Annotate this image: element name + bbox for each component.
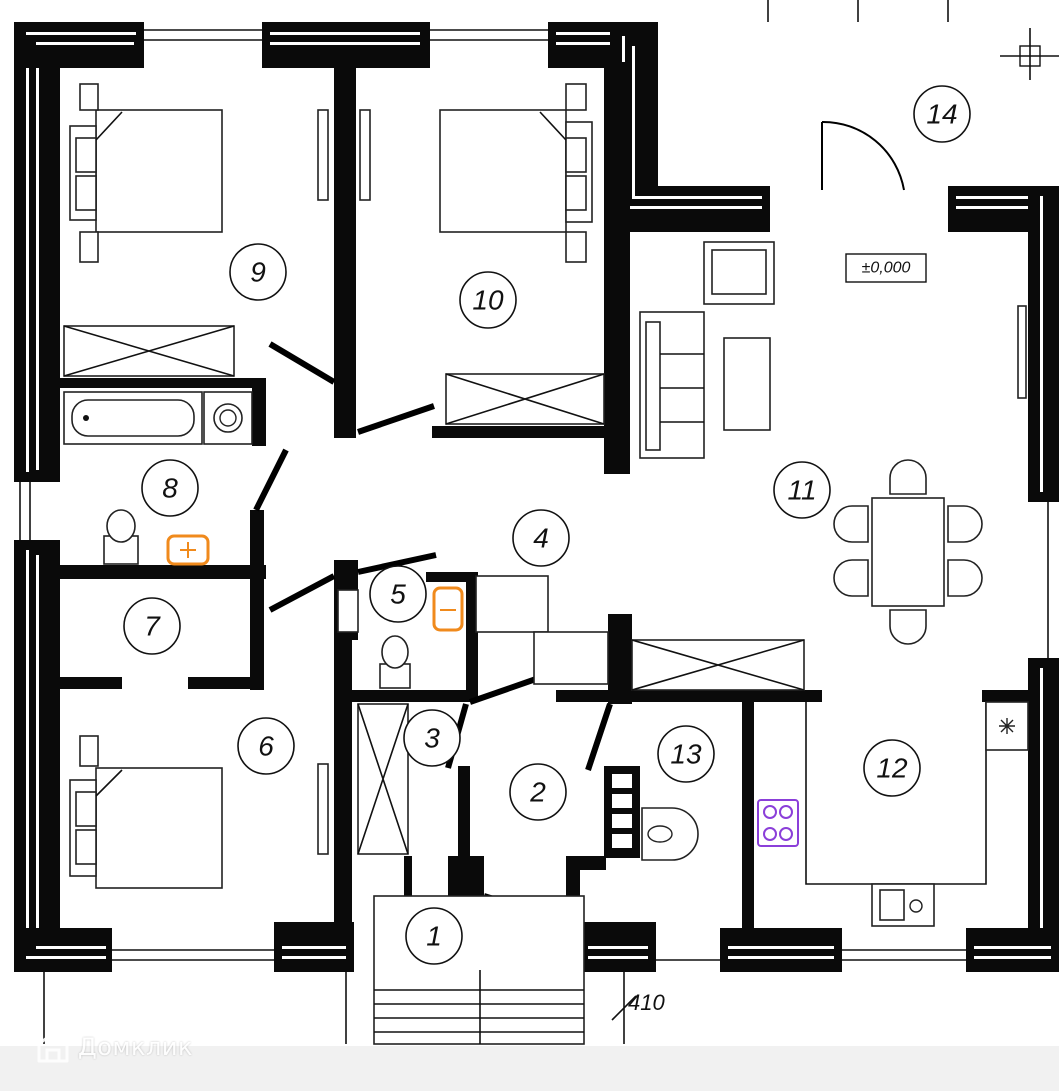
room-label-1: 1 (405, 907, 463, 965)
room-number-8: 8 (162, 473, 178, 504)
room-label-3: 3 (403, 709, 461, 767)
room-number-1: 1 (426, 921, 442, 952)
room-label-2: 2 (509, 763, 567, 821)
bottom-band (0, 1046, 1059, 1091)
room-label-5: 5 (369, 565, 427, 623)
room-number-3: 3 (424, 723, 440, 754)
room-number-13: 13 (670, 739, 702, 770)
room-label-11: 11 (773, 461, 831, 519)
room-number-2: 2 (529, 777, 546, 808)
room-label-8: 8 (141, 459, 199, 517)
room-number-5: 5 (390, 579, 406, 610)
room-number-6: 6 (258, 731, 274, 762)
room-labels: 1 2 3 4 5 6 7 8 9 10 11 12 13 14 (123, 85, 971, 965)
domclick-logo-icon (37, 1031, 69, 1063)
room-number-12: 12 (876, 753, 908, 784)
dimension-label: 410 (628, 990, 665, 1015)
room-label-9: 9 (229, 243, 287, 301)
room-number-9: 9 (250, 257, 266, 288)
room-label-7: 7 (123, 597, 181, 655)
room-number-11: 11 (787, 475, 816, 506)
room-label-6: 6 (237, 717, 295, 775)
room-label-14: 14 (913, 85, 971, 143)
watermark: Домклик (36, 1028, 193, 1066)
room-number-14: 14 (926, 99, 957, 130)
room-label-13: 13 (657, 725, 715, 783)
room-label-12: 12 (863, 739, 921, 797)
room-number-4: 4 (533, 523, 549, 554)
room-label-4: 4 (512, 509, 570, 567)
interior-walls (60, 62, 1030, 940)
room-label-10: 10 (459, 271, 517, 329)
level-mark: ±0,000 (862, 260, 911, 277)
room-number-10: 10 (472, 285, 504, 316)
watermark-text: Домклик (78, 1033, 193, 1061)
furniture (43, 0, 1059, 1045)
outer-walls (14, 22, 1059, 972)
room-number-7: 7 (144, 611, 161, 642)
